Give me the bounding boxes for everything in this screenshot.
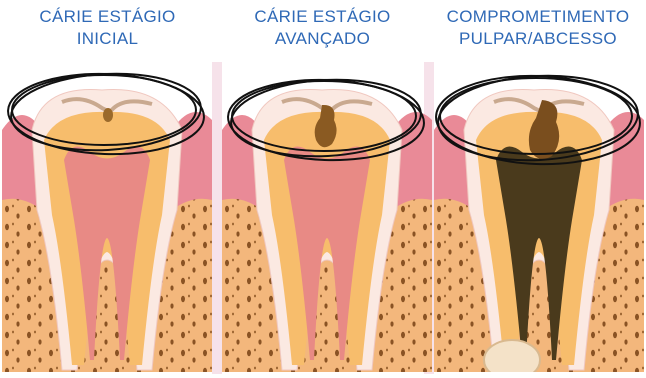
tooth-illustration — [222, 60, 432, 372]
tooth-panel-initial — [2, 60, 212, 372]
panel-separator — [212, 62, 222, 374]
stage-title-pulp-abscess: COMPROMETIMENTO PULPAR/ABCESSO — [430, 6, 646, 50]
tooth-panel-pulp-abscess — [434, 60, 644, 372]
abscess — [484, 340, 540, 372]
tooth-illustration — [2, 60, 212, 372]
tooth-illustration — [434, 60, 644, 372]
tooth-panel-advanced — [222, 60, 432, 372]
stage-title-line1: CÁRIE ESTÁGIO — [215, 6, 430, 28]
stage-title-line2: PULPAR/ABCESSO — [430, 28, 646, 50]
stage-title-initial: CÁRIE ESTÁGIO INICIAL — [0, 6, 215, 50]
stage-title-line2: AVANÇADO — [215, 28, 430, 50]
decay-spot — [103, 108, 113, 122]
stage-title-advanced: CÁRIE ESTÁGIO AVANÇADO — [215, 6, 430, 50]
stage-title-line2: INICIAL — [0, 28, 215, 50]
stage-title-line1: COMPROMETIMENTO — [430, 6, 646, 28]
stage-title-line1: CÁRIE ESTÁGIO — [0, 6, 215, 28]
